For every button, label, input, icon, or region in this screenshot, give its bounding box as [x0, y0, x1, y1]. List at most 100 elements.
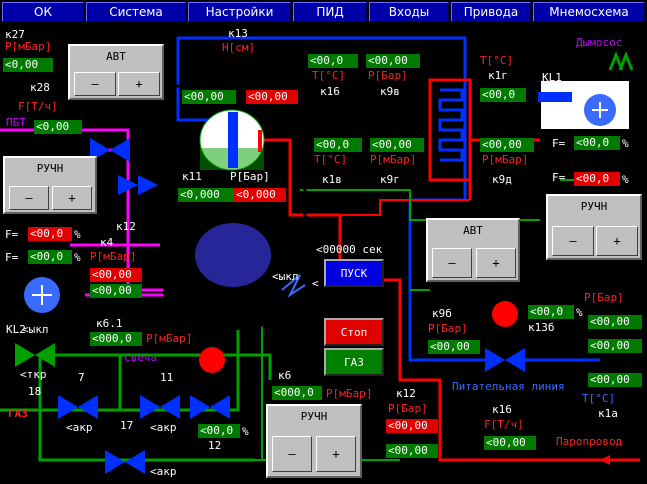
value-r1: <00,00 — [588, 315, 642, 329]
decrease-button[interactable]: – — [74, 72, 116, 96]
panel-ruchn-left: РУЧН – + — [3, 156, 97, 214]
value-v12: <00,0 — [198, 424, 240, 438]
label-11: 11 — [160, 371, 174, 384]
label-pct1: % — [74, 228, 81, 241]
value-k13b: <00,0 — [528, 305, 574, 319]
burner-icon — [281, 274, 306, 298]
blower-fan-icon — [24, 277, 60, 313]
label-k1g: к1г — [488, 69, 508, 82]
value-f-right1: <00,0 — [574, 136, 620, 150]
label-feed-line: Питательная линия — [452, 380, 565, 393]
menu-inputs[interactable]: Входы — [369, 2, 449, 22]
value-k1v: <00,0 — [314, 138, 362, 152]
label-k4: к4 — [100, 236, 114, 249]
label-k13b: к13б — [528, 321, 555, 334]
label-kl1: KL1 — [542, 71, 562, 84]
label-f1: F= — [5, 228, 19, 241]
label-k61-unit: Р[мБар] — [146, 332, 193, 345]
label-7: 7 — [78, 371, 85, 384]
increase-button[interactable]: + — [52, 186, 92, 210]
label-k96-unit: Р[Бар] — [428, 322, 468, 335]
panel-title: АВТ — [106, 50, 126, 63]
label-k1g-unit: Т[°С] — [480, 54, 514, 67]
panel-avt-mid: АВТ – + — [426, 218, 520, 282]
menu-pid[interactable]: ПИД — [293, 2, 367, 22]
increase-button[interactable]: + — [118, 72, 160, 96]
increase-button[interactable]: + — [316, 436, 356, 472]
label-k9v-unit: Р[Бар] — [368, 69, 408, 82]
decrease-button[interactable]: – — [552, 226, 594, 256]
value-k61: <000,0 — [90, 332, 142, 346]
increase-button[interactable]: + — [476, 248, 516, 278]
label-k96: к9б — [432, 307, 452, 320]
menu-ok[interactable]: ОК — [2, 2, 84, 22]
label-dymosos: Дымосос — [576, 36, 623, 49]
label-k9g-unit: Р[мБар] — [370, 153, 417, 166]
label-k16: к16 — [320, 85, 340, 98]
label-pct-v12: % — [242, 425, 249, 438]
label-gas: ГАЗ — [8, 407, 28, 420]
value-k9g: <00,00 — [370, 138, 424, 152]
value-k96: <00,00 — [428, 340, 480, 354]
boiler-body — [163, 84, 307, 327]
label-k9g: к9г — [380, 173, 400, 186]
label-k13-unit: Н[см] — [222, 41, 256, 54]
label-steam: Паропровод — [556, 435, 623, 448]
value-k11-right: <0,000 — [234, 188, 286, 202]
value-k16b: <00,00 — [484, 436, 536, 450]
panel-avt-top: АВТ – + — [68, 44, 164, 100]
label-tkr: <ткр — [20, 368, 47, 381]
label-f-right2: F= — [552, 171, 566, 184]
label-lt: < — [312, 277, 319, 290]
label-k1a: к1а — [598, 407, 618, 420]
fan-icon — [584, 94, 616, 126]
gas-pipe — [0, 330, 240, 412]
label-pct-r1: % — [622, 137, 629, 150]
menu-drives[interactable]: Привода — [451, 2, 531, 22]
label-akr1: <акр — [66, 421, 93, 434]
menu-system[interactable]: Система — [86, 2, 186, 22]
label-pct-r2: % — [622, 173, 629, 186]
label-k13: к13 — [228, 27, 248, 40]
value-k12a: <00,00 — [386, 419, 438, 433]
kl1-indicator — [538, 92, 572, 102]
increase-button[interactable]: + — [596, 226, 638, 256]
value-k13-right: <00,00 — [246, 90, 298, 104]
value-k6: <000,0 — [272, 386, 322, 400]
panel-ruchn-bottom: РУЧН – + — [266, 404, 362, 478]
label-k11-unit: Р[Бар] — [230, 170, 270, 183]
start-button[interactable]: ПУСК — [324, 259, 384, 287]
stop-button[interactable]: Стоп — [324, 318, 384, 346]
label-17: 17 — [120, 419, 134, 432]
panel-title: АВТ — [463, 224, 483, 237]
value-r2: <00,00 — [588, 339, 642, 353]
label-k28-unit: F[Т/ч] — [18, 100, 58, 113]
value-k11-left: <0,000 — [178, 188, 234, 202]
panel-title: РУЧН — [36, 162, 64, 175]
panel-title: РУЧН — [300, 410, 328, 423]
menu-settings[interactable]: Настройки — [188, 2, 291, 22]
feed-pipe-top — [176, 36, 467, 86]
label-akr3: <акр — [150, 465, 177, 478]
label-k9d: к9д — [492, 173, 512, 186]
decrease-button[interactable]: – — [272, 436, 312, 472]
label-vykl-boiler: <ыкл — [272, 270, 299, 283]
economizer — [428, 78, 472, 182]
menu-bar: ОК Система Настройки ПИД Входы Привода М… — [0, 0, 647, 26]
label-k28: к28 — [30, 81, 50, 94]
decrease-button[interactable]: – — [9, 186, 49, 210]
value-f-right2: <00,0 — [574, 172, 620, 186]
value-r3: <00,00 — [588, 373, 642, 387]
alarm-lamp-feed — [492, 301, 518, 327]
label-k27-unit: Р[мБар] — [5, 40, 52, 53]
gas-button[interactable]: ГАЗ — [324, 348, 384, 376]
decrease-button[interactable]: – — [432, 248, 472, 278]
label-k61: к6.1 — [96, 317, 123, 330]
label-k1a-unit: Т[°С] — [582, 392, 616, 405]
label-k12: к12 — [116, 220, 136, 233]
label-18: 18 — [28, 385, 42, 398]
label-akr2: <акр — [150, 421, 177, 434]
value-k28: <0,00 — [34, 120, 82, 134]
menu-mnemo[interactable]: Мнемосхема — [533, 2, 645, 22]
label-pct-k13b: % — [576, 306, 583, 319]
